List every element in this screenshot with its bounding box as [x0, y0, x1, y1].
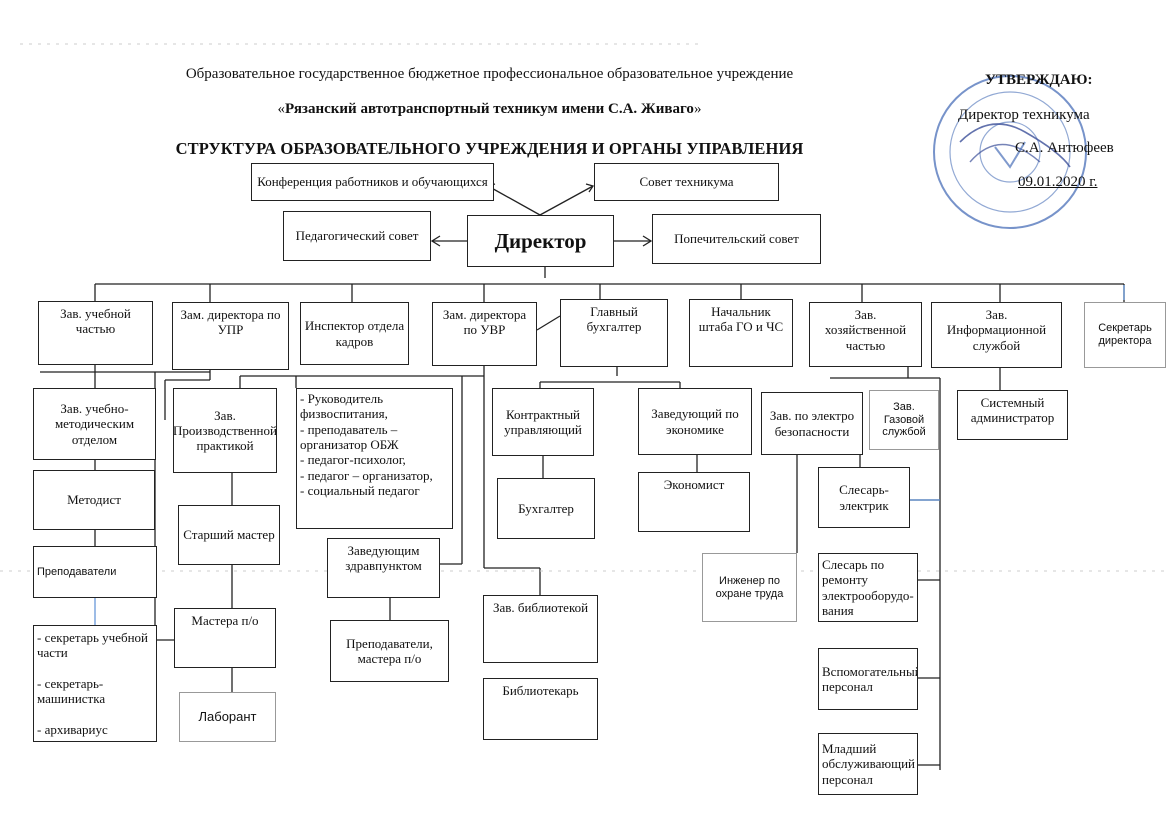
- box-vspom: Вспомогательный персонал: [818, 648, 918, 710]
- approval-date: 09.01.2020 г.: [1018, 174, 1098, 190]
- box-glav-buh: Главный бухгалтер: [560, 299, 668, 367]
- box-junior: Младший обслуживающий персонал: [818, 733, 918, 795]
- box-metodist: Методист: [33, 470, 155, 530]
- approval-label: УТВЕРЖДАЮ:: [985, 72, 1093, 88]
- box-zav-hoz: Зав. хозяйственной частью: [809, 302, 922, 367]
- box-zav-umo: Зав. учебно-методическим отделом: [33, 388, 156, 460]
- approver-position: Директор техникума: [958, 107, 1090, 123]
- box-masters: Мастера п/о: [174, 608, 276, 668]
- box-contract: Контрактный управляющий: [492, 388, 594, 456]
- box-engineer: Инженер по охране труда: [702, 553, 797, 622]
- box-zav-econ: Заведующий по экономике: [638, 388, 752, 455]
- box-secretary: Секретарь директора: [1084, 302, 1166, 368]
- box-zav-inf: Зав. Информационной службой: [931, 302, 1062, 368]
- box-slesar-rem: Слесарь по ремонту электрооборудо-вания: [818, 553, 918, 622]
- box-trustee: Попечительский совет: [652, 214, 821, 264]
- institution-full-name: «Рязанский автотранспортный техникум име…: [277, 101, 702, 117]
- box-zav-uch: Зав. учебной частью: [38, 301, 153, 365]
- box-economist: Экономист: [638, 472, 750, 532]
- box-zav-zdrav: Заведующим здравпунктом: [327, 538, 440, 598]
- box-council: Совет техникума: [594, 163, 779, 201]
- box-director: Директор: [467, 215, 614, 267]
- box-ped-council: Педагогический совет: [283, 211, 431, 261]
- box-st-master: Старший мастер: [178, 505, 280, 565]
- box-nach-go: Начальник штаба ГО и ЧС: [689, 299, 793, 367]
- box-buh: Бухгалтер: [497, 478, 595, 539]
- box-inspector: Инспектор отдела кадров: [300, 302, 409, 365]
- box-zam-upr: Зам. директора по УПР: [172, 302, 289, 370]
- approver-name: С.А. Антюфеев: [1015, 140, 1114, 156]
- box-prep-masters: Преподаватели, мастера п/о: [330, 620, 449, 682]
- box-zav-lib: Зав. библиотекой: [483, 595, 598, 663]
- box-conference: Конференция работников и обучающихся: [251, 163, 494, 201]
- box-slesar-el: Слесарь-электрик: [818, 467, 910, 528]
- box-librarian: Библиотекарь: [483, 678, 598, 740]
- round-seal-stamp-icon: [933, 75, 1087, 229]
- institution-name: Образовательное государственное бюджетно…: [185, 66, 794, 82]
- box-prepod: Преподаватели: [33, 546, 157, 598]
- box-zav-el: Зав. по электро безопасности: [761, 392, 863, 455]
- box-staff-list: - Руководитель физвоспитания, - преподав…: [296, 388, 453, 529]
- box-zav-pp: Зав. Производственной практикой: [173, 388, 277, 473]
- box-zav-gas: Зав. Газовой службой: [869, 390, 939, 450]
- page-title: СТРУКТУРА ОБРАЗОВАТЕЛЬНОГО УЧРЕЖДЕНИЯ И …: [175, 139, 804, 158]
- box-laborant: Лаборант: [179, 692, 276, 742]
- box-zam-uvr: Зам. директора по УВР: [432, 302, 537, 366]
- box-sysadmin: Системный администратор: [957, 390, 1068, 440]
- box-secretary-list: - секретарь учебной части - секретарь-ма…: [33, 625, 157, 742]
